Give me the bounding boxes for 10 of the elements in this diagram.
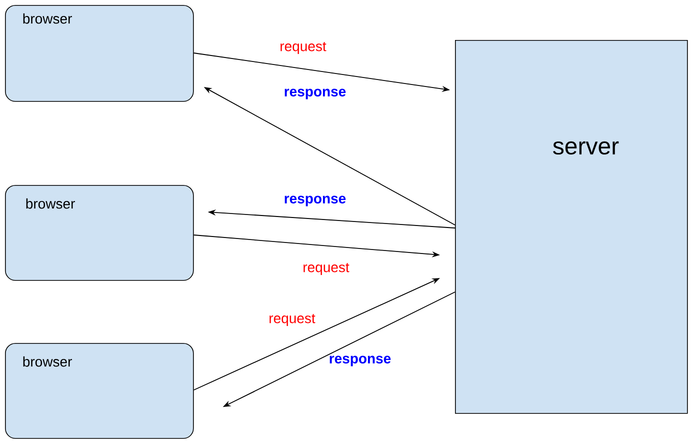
browser-box: browser xyxy=(5,5,194,102)
server-box: server xyxy=(455,40,688,414)
edge-label: request xyxy=(280,42,326,54)
edge-label: request xyxy=(270,314,316,326)
browser-box: browser xyxy=(5,343,194,439)
edge-label: request xyxy=(304,263,350,275)
edge-label: response xyxy=(284,88,346,100)
edge-label: response xyxy=(284,196,346,206)
browser-box: browser xyxy=(5,185,194,281)
edge-label: response xyxy=(330,356,391,366)
